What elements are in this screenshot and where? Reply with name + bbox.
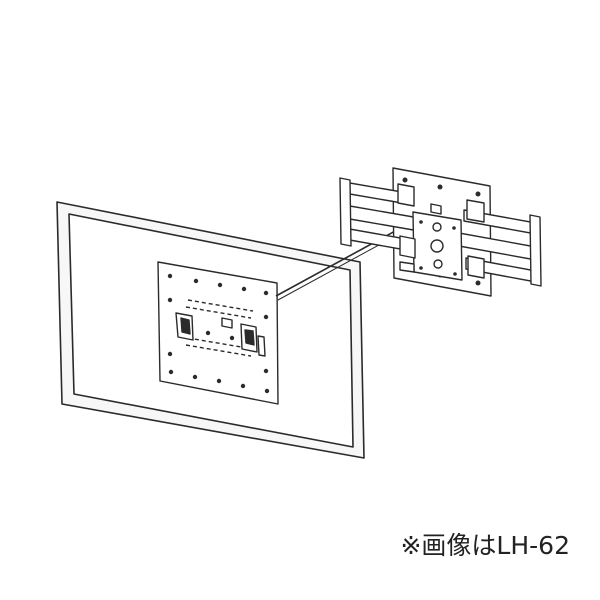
head-hole-bottom: [433, 259, 443, 269]
head-hole-top: [432, 222, 442, 232]
dashed-rail-top: [187, 299, 254, 312]
pivot-clamp-lower-left: [399, 235, 416, 259]
dashed-rail-bottom2: [185, 344, 252, 357]
wall-mount-icon: [339, 167, 542, 297]
vesa-plate-icon: [157, 261, 279, 405]
head-bottom-foot: [399, 261, 415, 273]
head-top-screw: [430, 203, 442, 215]
model-caption: ※画像はLH-62: [400, 531, 570, 560]
vesa-plate: [157, 261, 279, 405]
vesa-holes: [167, 273, 270, 394]
pivot-clamp-lower-right: [467, 255, 485, 279]
right-hook-inner: [244, 329, 255, 346]
dashed-rail-bottom: [187, 337, 254, 350]
arm-right-cap: [529, 214, 542, 287]
head-small-holes: [419, 220, 457, 276]
pivot-clamp-upper-right: [466, 199, 485, 223]
left-hook-inner: [180, 317, 191, 335]
arm-left-cap: [339, 177, 352, 247]
right-bolt: [257, 335, 266, 357]
center-bolt: [221, 317, 233, 329]
dashed-rail-top2: [185, 306, 252, 319]
head-hole-center: [430, 239, 444, 253]
pivot-clamp-upper-left: [397, 183, 415, 207]
